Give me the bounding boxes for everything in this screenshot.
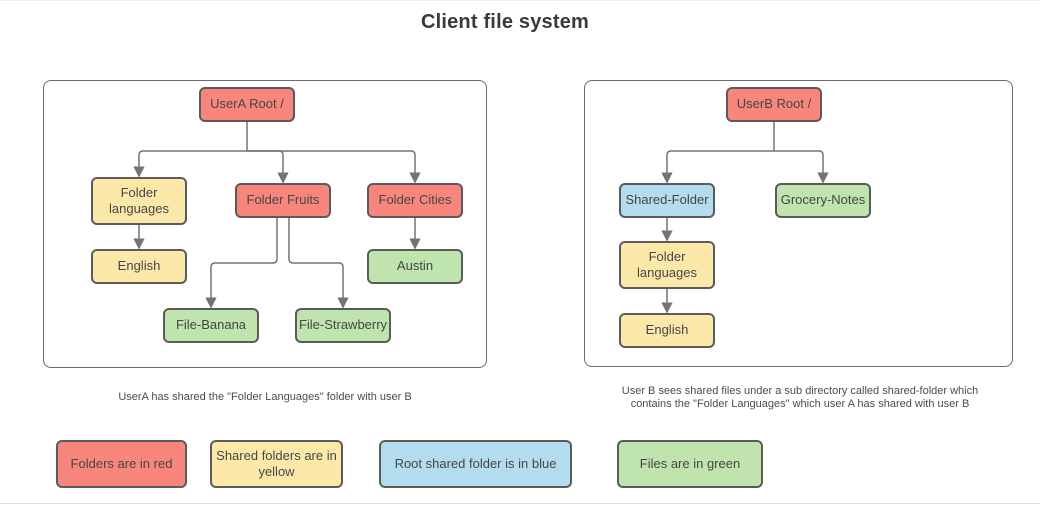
legend-files-green: Files are in green	[617, 440, 763, 488]
legend-root-shared-folder-blue: Root shared folder is in blue	[379, 440, 572, 488]
node-usera-file-banana: File-Banana	[163, 308, 259, 343]
node-usera-austin: Austin	[367, 249, 463, 284]
node-usera-english: English	[91, 249, 187, 284]
node-usera-folder-cities: Folder Cities	[367, 183, 463, 218]
page-title: Client file system	[420, 11, 590, 33]
page-bottom-divider	[0, 503, 1040, 504]
node-userb-folder-languages: Folder languages	[619, 241, 715, 289]
legend-shared-folders-yellow: Shared folders are in yellow	[210, 440, 343, 488]
node-usera-file-strawberry: File-Strawberry	[295, 308, 391, 343]
legend-folders-red: Folders are in red	[56, 440, 187, 488]
node-usera-folder-languages: Folder languages	[91, 177, 187, 225]
node-userb-grocery-notes: Grocery-Notes	[775, 183, 871, 218]
usera-tree-caption: UserA has shared the "Folder Languages" …	[118, 391, 412, 403]
userb-tree-caption: User B sees shared files under a sub dir…	[621, 385, 979, 411]
node-userb-shared-folder: Shared-Folder	[619, 183, 715, 218]
node-usera-folder-fruits: Folder Fruits	[235, 183, 331, 218]
node-userb-english: English	[619, 313, 715, 348]
node-userb-root: UserB Root /	[726, 87, 822, 122]
node-usera-root: UserA Root /	[199, 87, 295, 122]
